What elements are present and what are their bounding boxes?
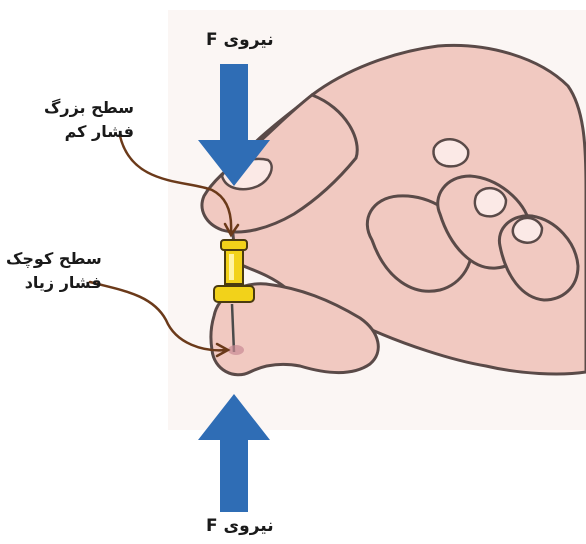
fingernail [475, 188, 506, 216]
pin-head-highlight [229, 254, 234, 280]
force-label-top: نیروی F [206, 30, 274, 50]
large-surface-line1: سطح بزرگ [44, 96, 134, 120]
fingernail [434, 139, 469, 166]
pin-head-top [221, 240, 247, 250]
force-label-bottom: نیروی F [206, 516, 274, 536]
fingernail [513, 218, 542, 243]
small-surface-line1: سطح کوچک [6, 247, 102, 271]
pin-head-base [214, 286, 254, 302]
large-surface-line2: فشار کم [44, 120, 134, 144]
small-surface-line2: فشار زیاد [6, 271, 102, 295]
large-surface-label: سطح بزرگ فشار کم [44, 96, 134, 144]
small-surface-label: سطح کوچک فشار زیاد [6, 247, 102, 295]
